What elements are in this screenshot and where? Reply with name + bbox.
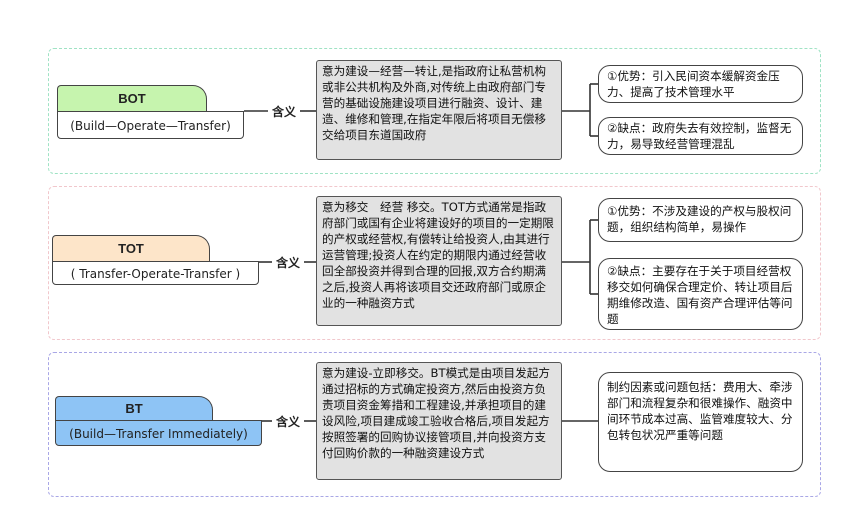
bt-subtitle: (Build—Transfer Immediately) xyxy=(55,420,262,446)
bot-advantage: ①优势：引入民间资本缓解资金压力、提高了技术管理水平 xyxy=(598,65,803,103)
tot-advantage: ①优势：不涉及建设的产权与股权问题，组织结构简单，易操作 xyxy=(598,198,803,242)
bt-group xyxy=(48,352,821,497)
tot-meaning: 意为移交 经营 移交。TOT方式通常是指政府部门或国有企业将建设好的项目的一定期… xyxy=(316,196,562,326)
tot-subtitle: ( Transfer-Operate-Transfer ) xyxy=(52,261,259,285)
bt-relation-label: 含义 xyxy=(275,413,302,430)
bot-group xyxy=(48,48,821,174)
tot-relation-label: 含义 xyxy=(275,254,302,271)
bt-title: BT xyxy=(55,396,213,420)
bot-title: BOT xyxy=(57,85,207,111)
tot-group xyxy=(48,186,821,340)
tot-disadvantage: ②缺点：主要存在于关于项目经营权移交如何确保合理定价、转让项目后期维修改造、国有… xyxy=(598,258,803,330)
bt-meaning: 意为建设-立即移交。BT模式是由项目发起方通过招标的方式确定投资方,然后由投资方… xyxy=(316,362,562,480)
bot-subtitle: (Build—Operate—Transfer) xyxy=(57,111,244,139)
bot-disadvantage: ②缺点：政府失去有效控制，监督无力，易导致经营管理混乱 xyxy=(598,117,803,155)
bot-meaning: 意为建设—经营—转让,是指政府让私营机构或非公共机构及外商,对传统上由政府部门专… xyxy=(316,60,562,160)
tot-title: TOT xyxy=(52,235,210,261)
bot-relation-label: 含义 xyxy=(271,103,298,120)
bt-constraints: 制约因素或问题包括：费用大、牵涉部门和流程复杂和很难操作、融资中间环节成本过高、… xyxy=(598,372,803,472)
